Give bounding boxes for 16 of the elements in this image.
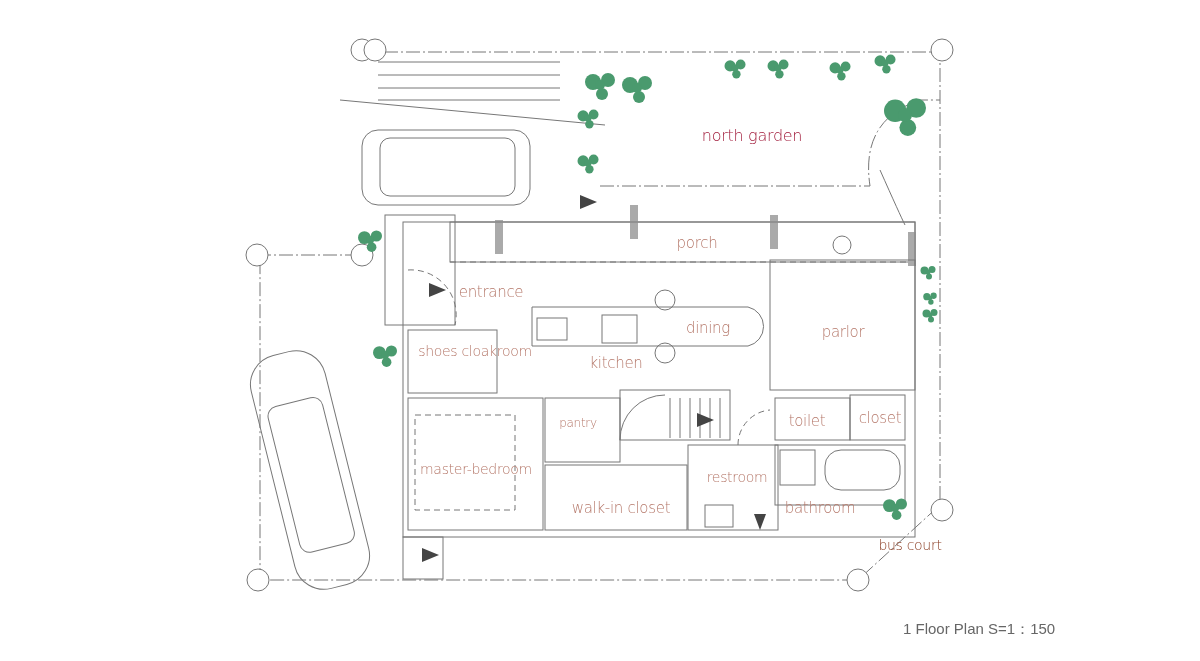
room-label: restroom <box>706 470 768 486</box>
room-label: closet <box>858 409 902 427</box>
room-label: pantry <box>559 417 597 431</box>
room-label: kitchen <box>589 354 643 372</box>
room-label: parlor <box>821 323 865 341</box>
room-label: shoes cloakroom <box>418 344 532 360</box>
room-label: walk-in closet <box>571 499 671 517</box>
room-label: porch <box>676 234 718 252</box>
room-label: toilet <box>788 412 826 430</box>
plan-caption: 1 Floor Plan S=1：150 <box>903 620 1056 639</box>
room-label: dining <box>685 319 731 337</box>
room-label: entrance <box>458 283 524 301</box>
room-label: master-bedroom <box>420 462 532 478</box>
room-label: north garden <box>701 127 803 145</box>
room-label: bus court <box>878 538 942 554</box>
room-label: bathroom <box>784 499 856 517</box>
